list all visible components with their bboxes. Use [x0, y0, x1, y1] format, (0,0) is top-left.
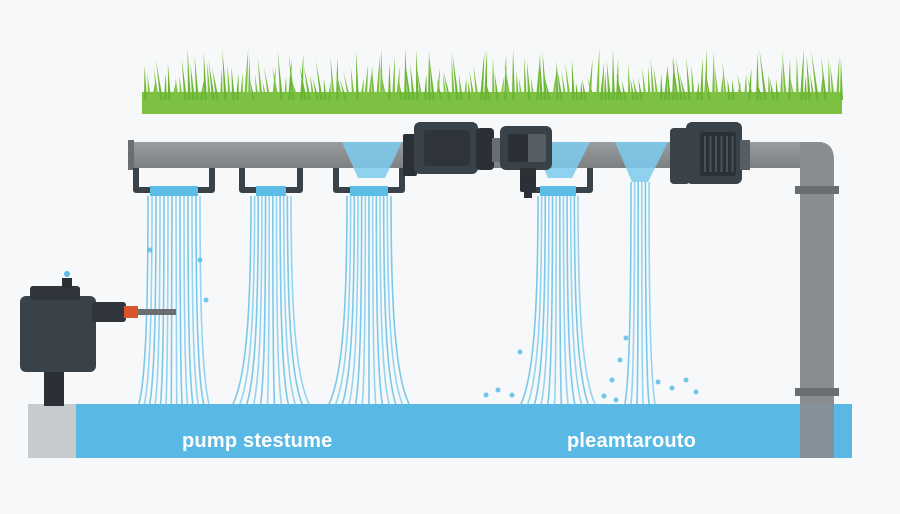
- spray-nozzle-icon: [133, 168, 215, 196]
- grass-strip: [142, 48, 843, 114]
- water-stream-4: [520, 195, 596, 405]
- water-stream-3: [328, 195, 410, 405]
- water-streams: [138, 181, 656, 405]
- spray-nozzle-icon: [333, 168, 405, 196]
- spray-nozzle-icon: [239, 168, 303, 196]
- pipe-coupling-top: [795, 186, 839, 194]
- pipe-coupling-bottom: [795, 388, 839, 396]
- water-basin: [28, 404, 852, 458]
- outlet-pipe: [138, 309, 176, 315]
- funnel-spray-3: [615, 142, 668, 182]
- funnel-spray-1: [342, 142, 402, 178]
- water-stream-2: [232, 195, 310, 405]
- water-pump-icon[interactable]: [20, 271, 176, 406]
- water-stream-5: [624, 181, 656, 405]
- inline-pump-icon[interactable]: [670, 122, 750, 184]
- label-right: pleamtarouto: [567, 430, 697, 452]
- ground-block: [28, 404, 78, 458]
- valve-accent: [124, 306, 138, 318]
- inline-pump-icon[interactable]: [500, 126, 552, 198]
- water-stream-1: [138, 195, 210, 405]
- label-left: pump stestume: [182, 430, 333, 452]
- inline-pump-icon[interactable]: [403, 122, 500, 176]
- splash-droplets: [147, 247, 699, 403]
